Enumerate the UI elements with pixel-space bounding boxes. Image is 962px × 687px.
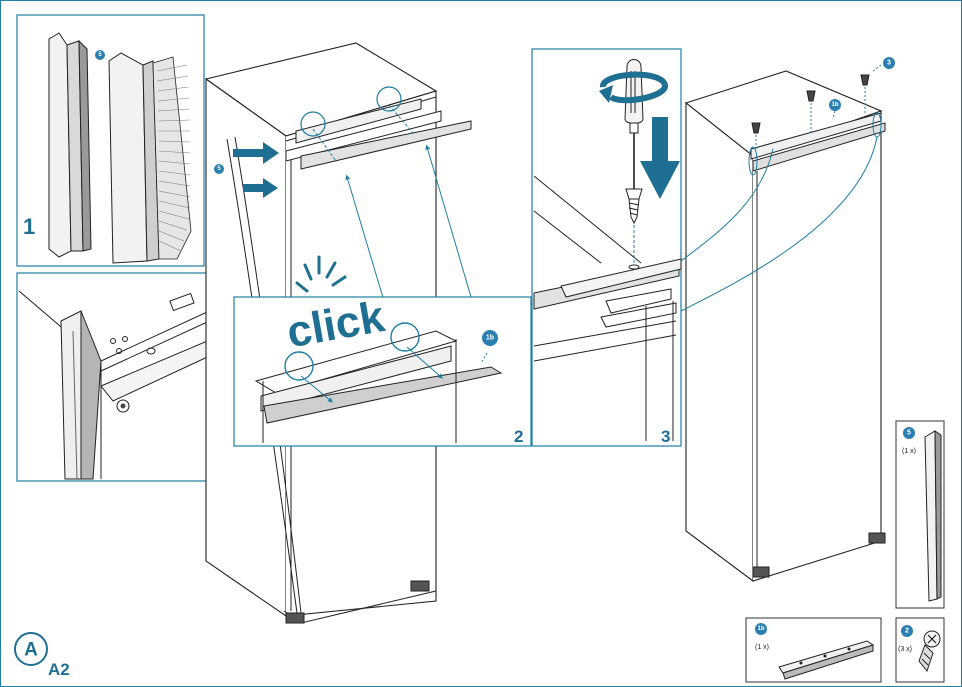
part-badge [883, 57, 895, 69]
part-badge [95, 50, 105, 60]
panel-3: 3 [531, 48, 682, 447]
parts-qty-2: (3 x) [898, 646, 912, 653]
rotate-arrow-icon [599, 71, 668, 104]
main-badge-3: 3 [887, 60, 891, 67]
step-number-2: 2 [514, 427, 523, 446]
part-box-screws: 2 (3 x) [895, 617, 945, 683]
part-box-bracket: 1b (1 x) [745, 617, 882, 683]
parts-badge-5: 5 [907, 430, 911, 437]
parts-qty-5: (1 x) [902, 448, 916, 455]
part-badge [214, 164, 224, 174]
page-subscript: A2 [48, 660, 70, 679]
panel-1: 5 1 [16, 14, 205, 267]
step-number-1: 1 [23, 214, 35, 239]
fridge-right: 3 1b [680, 57, 895, 583]
part-badge [829, 99, 841, 111]
step-number-3: 3 [661, 427, 670, 446]
part-box-seal: 5 (1 x) [895, 420, 945, 609]
part-badge [901, 625, 913, 637]
screw-icon [918, 630, 941, 673]
panel-closeup [16, 272, 234, 482]
part-badge [755, 623, 767, 635]
parts-badge-2: 2 [905, 628, 909, 635]
seal-strip-right [108, 52, 192, 264]
main-badge-1b: 1b [831, 102, 838, 108]
panel-2: click 1b 2 [233, 255, 532, 447]
page-label: A A2 [14, 632, 70, 679]
parts-badge-1b: 1b [757, 626, 764, 632]
panel2-badge: 1b [486, 335, 494, 342]
screw-icon [625, 188, 643, 225]
main-badge-5: 5 [217, 166, 221, 172]
page-letter: A [24, 640, 38, 661]
push-arrow-icon [640, 117, 680, 199]
parts-qty-1b: (1 x) [755, 644, 769, 651]
part-badge-label: 5 [98, 52, 102, 58]
push-arrow-icon [233, 142, 279, 198]
click-burst-icon [295, 255, 347, 293]
part-badge [903, 427, 915, 439]
part-badge [482, 330, 498, 346]
screw-icon [751, 74, 870, 134]
seal-strip-left [48, 32, 92, 258]
